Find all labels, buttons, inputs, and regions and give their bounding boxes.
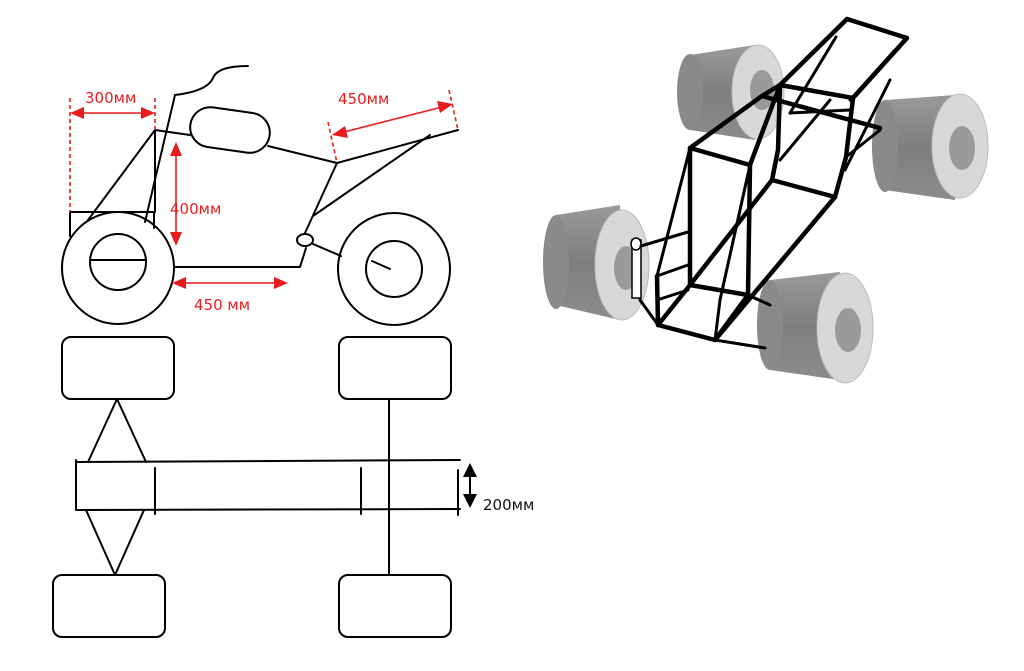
front-bumper-box xyxy=(69,211,155,237)
rear-wheel-tire xyxy=(337,212,451,326)
dim-200-arrow-up xyxy=(463,463,477,477)
dim-450-rear-ext-right xyxy=(448,89,459,131)
front-bottom-frame xyxy=(655,282,751,343)
3d-wheel-front-right xyxy=(757,272,874,384)
top-wheel-rear-left xyxy=(338,336,452,400)
top-wheel-front-left xyxy=(61,336,175,400)
rear-diagonal-rail xyxy=(312,134,431,217)
frame-top-rail xyxy=(75,459,461,463)
fuel-tank xyxy=(189,106,271,154)
top-rail-front xyxy=(154,129,191,136)
3d-wheel-front-left xyxy=(543,205,650,321)
dim-200-label: 200мм xyxy=(483,496,534,514)
rear-vertical-rail xyxy=(304,162,338,234)
swingarm xyxy=(312,243,342,257)
top-view: 200мм xyxy=(52,336,534,638)
steering-column xyxy=(144,94,176,223)
dim-450-rear-ext-left xyxy=(327,121,338,164)
top-rail-rear xyxy=(267,145,338,164)
front-upper-a-arm xyxy=(87,398,147,463)
top-wheel-front-right xyxy=(52,574,166,638)
dim-450-rear-line xyxy=(339,105,447,134)
model-3d xyxy=(543,16,989,384)
rear-upper-rail xyxy=(336,129,459,164)
dim-300-label: 300мм xyxy=(85,89,136,107)
front-lower-a-arm xyxy=(85,509,145,576)
3d-wheel-rear-left xyxy=(677,44,785,140)
dim-400-label: 400мм xyxy=(170,200,221,218)
rear-wheel-hub xyxy=(365,240,423,298)
frame-bottom-rail xyxy=(75,508,461,511)
3d-wheel-rear-right xyxy=(872,93,989,200)
dim-450-rear-arrow-right xyxy=(437,101,453,113)
dim-400-arrow-up xyxy=(170,142,182,156)
dim-300-arrow-right xyxy=(141,107,155,119)
dim-450-lower-label: 450 мм xyxy=(194,296,250,314)
dim-400-arrow-down xyxy=(170,232,182,246)
lower-rail xyxy=(173,247,307,268)
front-frame-diagonal xyxy=(87,129,156,221)
rear-wheel-spoke xyxy=(371,260,391,270)
top-wheel-rear-right xyxy=(338,574,452,638)
swingarm-pivot xyxy=(296,233,314,247)
3d-space-frame xyxy=(630,16,910,350)
dim-450-rear-label: 450мм xyxy=(338,90,389,108)
dim-200-arrow-down xyxy=(463,494,477,508)
dim-450-lower-arrow-left xyxy=(172,277,186,289)
front-wheel-hub xyxy=(89,233,147,291)
front-wheel-tire xyxy=(61,211,175,325)
handlebar xyxy=(174,65,249,96)
dim-300-arrow-left xyxy=(70,107,84,119)
cockpit-top xyxy=(687,82,783,168)
side-view: 300мм 400мм 450 мм 450мм xyxy=(61,65,459,326)
dim-450-lower-arrow-right xyxy=(274,277,288,289)
dim-450-rear-arrow-left xyxy=(332,126,348,138)
